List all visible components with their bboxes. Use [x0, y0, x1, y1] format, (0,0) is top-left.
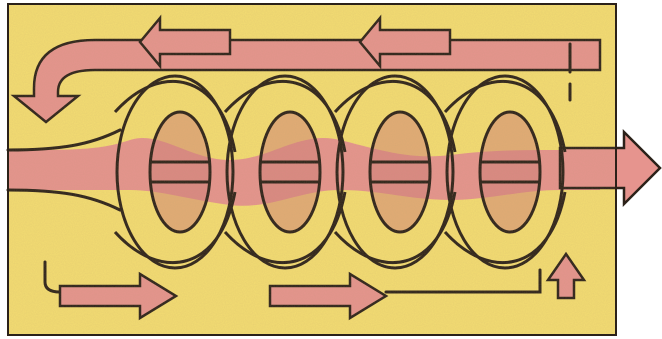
panel-grain	[8, 4, 616, 335]
